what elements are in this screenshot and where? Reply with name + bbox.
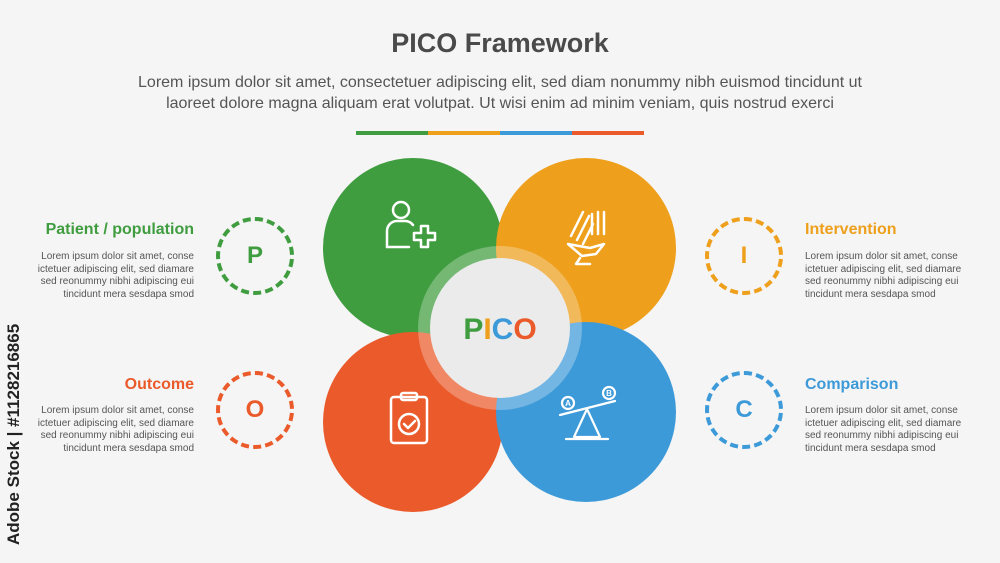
description-line: sed reonummy nibhi adipiscing eui — [805, 276, 959, 287]
accent-bar-red — [572, 131, 644, 135]
description-line: tincidunt mera sesdapa smod — [63, 288, 194, 300]
center-letter-p: P — [463, 313, 483, 346]
clipboard-check-icon — [389, 391, 429, 445]
page-title: PICO Framework — [391, 28, 609, 58]
description-line: Lorem ipsum dolor sit amet, conse — [41, 251, 194, 262]
item-heading: Patient / population — [45, 221, 194, 238]
description-line: ictetuer adipiscing elit, sed diamare — [37, 263, 194, 275]
accent-bar-orange — [428, 131, 500, 135]
letter-badge: I — [705, 217, 783, 295]
subtitle-line-2: laoreet dolore magna aliquam erat volutp… — [166, 95, 834, 112]
center-letter-i: I — [483, 313, 491, 346]
letter-badge-text: O — [245, 396, 265, 423]
description-line: ictetuer adipiscing elit, sed diamare — [805, 417, 962, 429]
center-pico-label: PICO — [463, 313, 536, 346]
accent-bar-green — [356, 131, 428, 135]
center-hub — [430, 258, 570, 398]
letter-badge-text: I — [740, 242, 748, 269]
center-letter-c: C — [492, 313, 514, 346]
accent-bar-blue — [500, 131, 572, 135]
vertical-watermark-label: Adobe Stock | #1128216865 — [4, 323, 23, 545]
hand-stop-dominoes-icon — [566, 210, 606, 266]
item-heading: Intervention — [805, 221, 897, 238]
letter-badge-text: P — [246, 242, 263, 269]
item-description: Lorem ipsum dolor sit amet, conse ictetu… — [19, 251, 194, 301]
page-subtitle: Lorem ipsum dolor sit amet, consectetuer… — [60, 72, 940, 114]
description-line: tincidunt mera sesdapa smod — [805, 442, 936, 454]
balance-seesaw-icon — [558, 385, 617, 441]
description-line: tincidunt mera sesdapa smod — [63, 442, 194, 454]
description-line: Lorem ipsum dolor sit amet, conse — [805, 251, 958, 262]
description-line: sed reonummy nibhi adipiscing eui — [40, 276, 194, 287]
letter-badge: C — [705, 371, 783, 449]
letter-badge: P — [216, 217, 294, 295]
item-description: Lorem ipsum dolor sit amet, conse ictetu… — [19, 405, 194, 455]
seesaw-label-a: A — [565, 399, 571, 408]
item-heading: Outcome — [124, 376, 194, 393]
subtitle-line-1: Lorem ipsum dolor sit amet, consectetuer… — [138, 74, 862, 91]
item-heading: Comparison — [805, 376, 899, 393]
description-line: tincidunt mera sesdapa smod — [805, 288, 936, 300]
description-line: ictetuer adipiscing elit, sed diamare — [805, 263, 962, 275]
description-line: ictetuer adipiscing elit, sed diamare — [37, 417, 194, 429]
letter-badge-text: C — [735, 396, 753, 423]
item-description: Lorem ipsum dolor sit amet, conse ictetu… — [805, 251, 980, 301]
description-line: Lorem ipsum dolor sit amet, conse — [41, 405, 194, 416]
description-line: sed reonummy nibhi adipiscing eui — [805, 430, 959, 441]
letter-badge: O — [216, 371, 294, 449]
center-letter-o: O — [513, 313, 536, 346]
item-description: Lorem ipsum dolor sit amet, conse ictetu… — [805, 405, 980, 455]
seesaw-label-b: B — [606, 389, 612, 398]
description-line: sed reonummy nibhi adipiscing eui — [40, 430, 194, 441]
patient-plus-icon — [385, 200, 437, 249]
description-line: Lorem ipsum dolor sit amet, conse — [805, 405, 958, 416]
